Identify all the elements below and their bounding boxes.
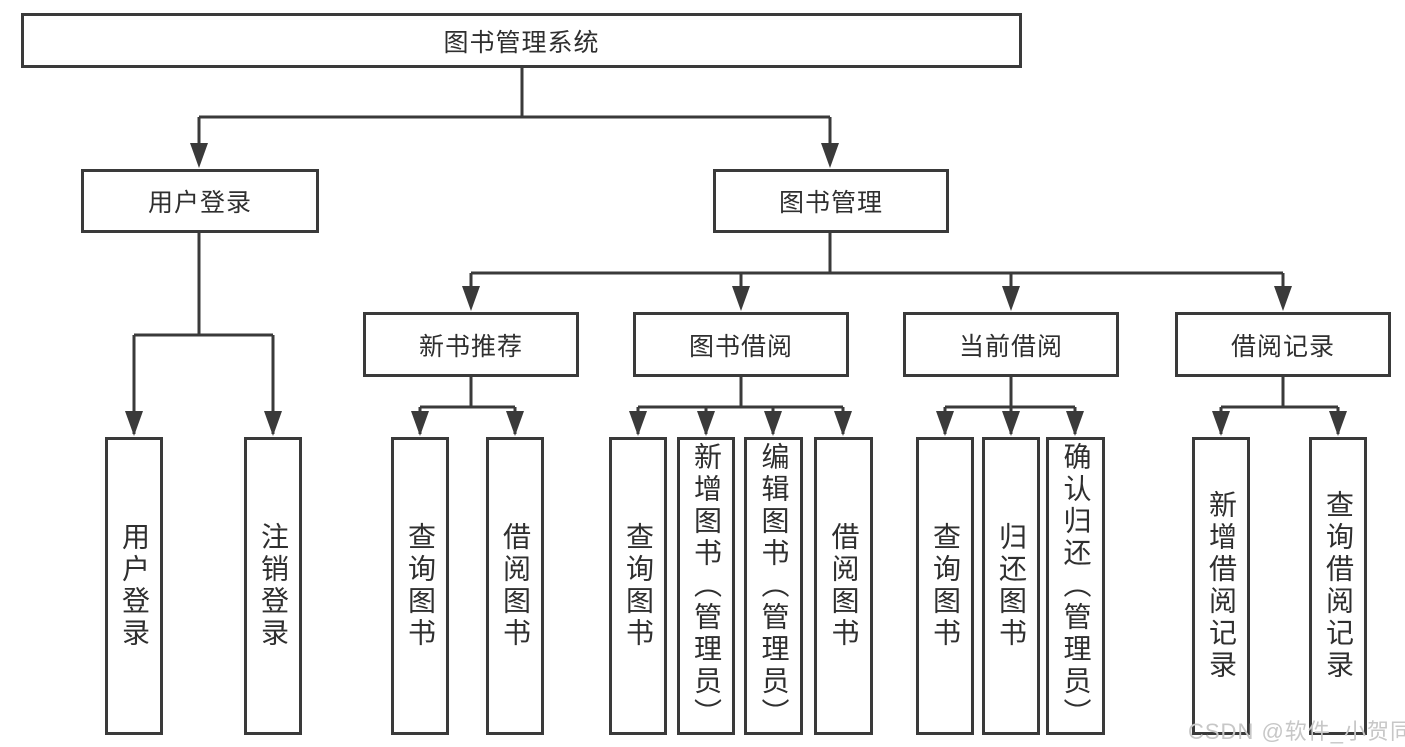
node-book-management: 图书管理	[713, 169, 949, 233]
leaf-current-confirm-return-admin: 确认归还（管理员）	[1046, 437, 1105, 735]
leaf-current-query-books: 查询图书	[916, 437, 974, 735]
leaf-recommend-query-books: 查询图书	[391, 437, 449, 735]
leaf-current-return-books: 归还图书	[982, 437, 1040, 735]
node-new-book-recommendation: 新书推荐	[363, 312, 579, 377]
leaf-label: 用户登录	[119, 522, 150, 650]
leaf-borrowing-borrow-books: 借阅图书	[814, 437, 873, 735]
leaf-label: 查询图书	[405, 522, 436, 650]
leaf-borrowing-add-books-admin: 新增图书（管理员）	[677, 437, 735, 735]
csdn-watermark: CSDN @软件_小贺同学	[1188, 719, 1405, 744]
leaf-label: 新增借阅记录	[1206, 490, 1237, 682]
leaf-label: 借阅图书	[828, 522, 860, 650]
leaf-logout: 注销登录	[244, 437, 302, 735]
node-root: 图书管理系统	[21, 13, 1022, 68]
leaf-label: 查询借阅记录	[1323, 490, 1354, 682]
node-borrowing-records: 借阅记录	[1175, 312, 1391, 377]
leaf-borrowing-edit-books-admin: 编辑图书（管理员）	[744, 437, 803, 735]
leaf-label: 归还图书	[996, 522, 1027, 650]
leaf-label: 新增图书（管理员）	[691, 442, 722, 730]
leaf-label: 确认归还（管理员）	[1060, 442, 1092, 730]
leaf-label: 借阅图书	[500, 522, 531, 650]
leaf-records-query-record: 查询借阅记录	[1309, 437, 1367, 735]
leaf-records-add-record: 新增借阅记录	[1192, 437, 1250, 735]
node-book-borrowing: 图书借阅	[633, 312, 849, 377]
leaf-user-login: 用户登录	[105, 437, 163, 735]
node-user-login: 用户登录	[81, 169, 319, 233]
node-current-borrowing: 当前借阅	[903, 312, 1119, 377]
leaf-borrowing-query-books: 查询图书	[609, 437, 667, 735]
leaf-label: 注销登录	[258, 522, 289, 650]
leaf-label: 编辑图书（管理员）	[758, 442, 790, 730]
leaf-recommend-borrow-books: 借阅图书	[486, 437, 544, 735]
leaf-label: 查询图书	[623, 522, 654, 650]
leaf-label: 查询图书	[930, 522, 961, 650]
